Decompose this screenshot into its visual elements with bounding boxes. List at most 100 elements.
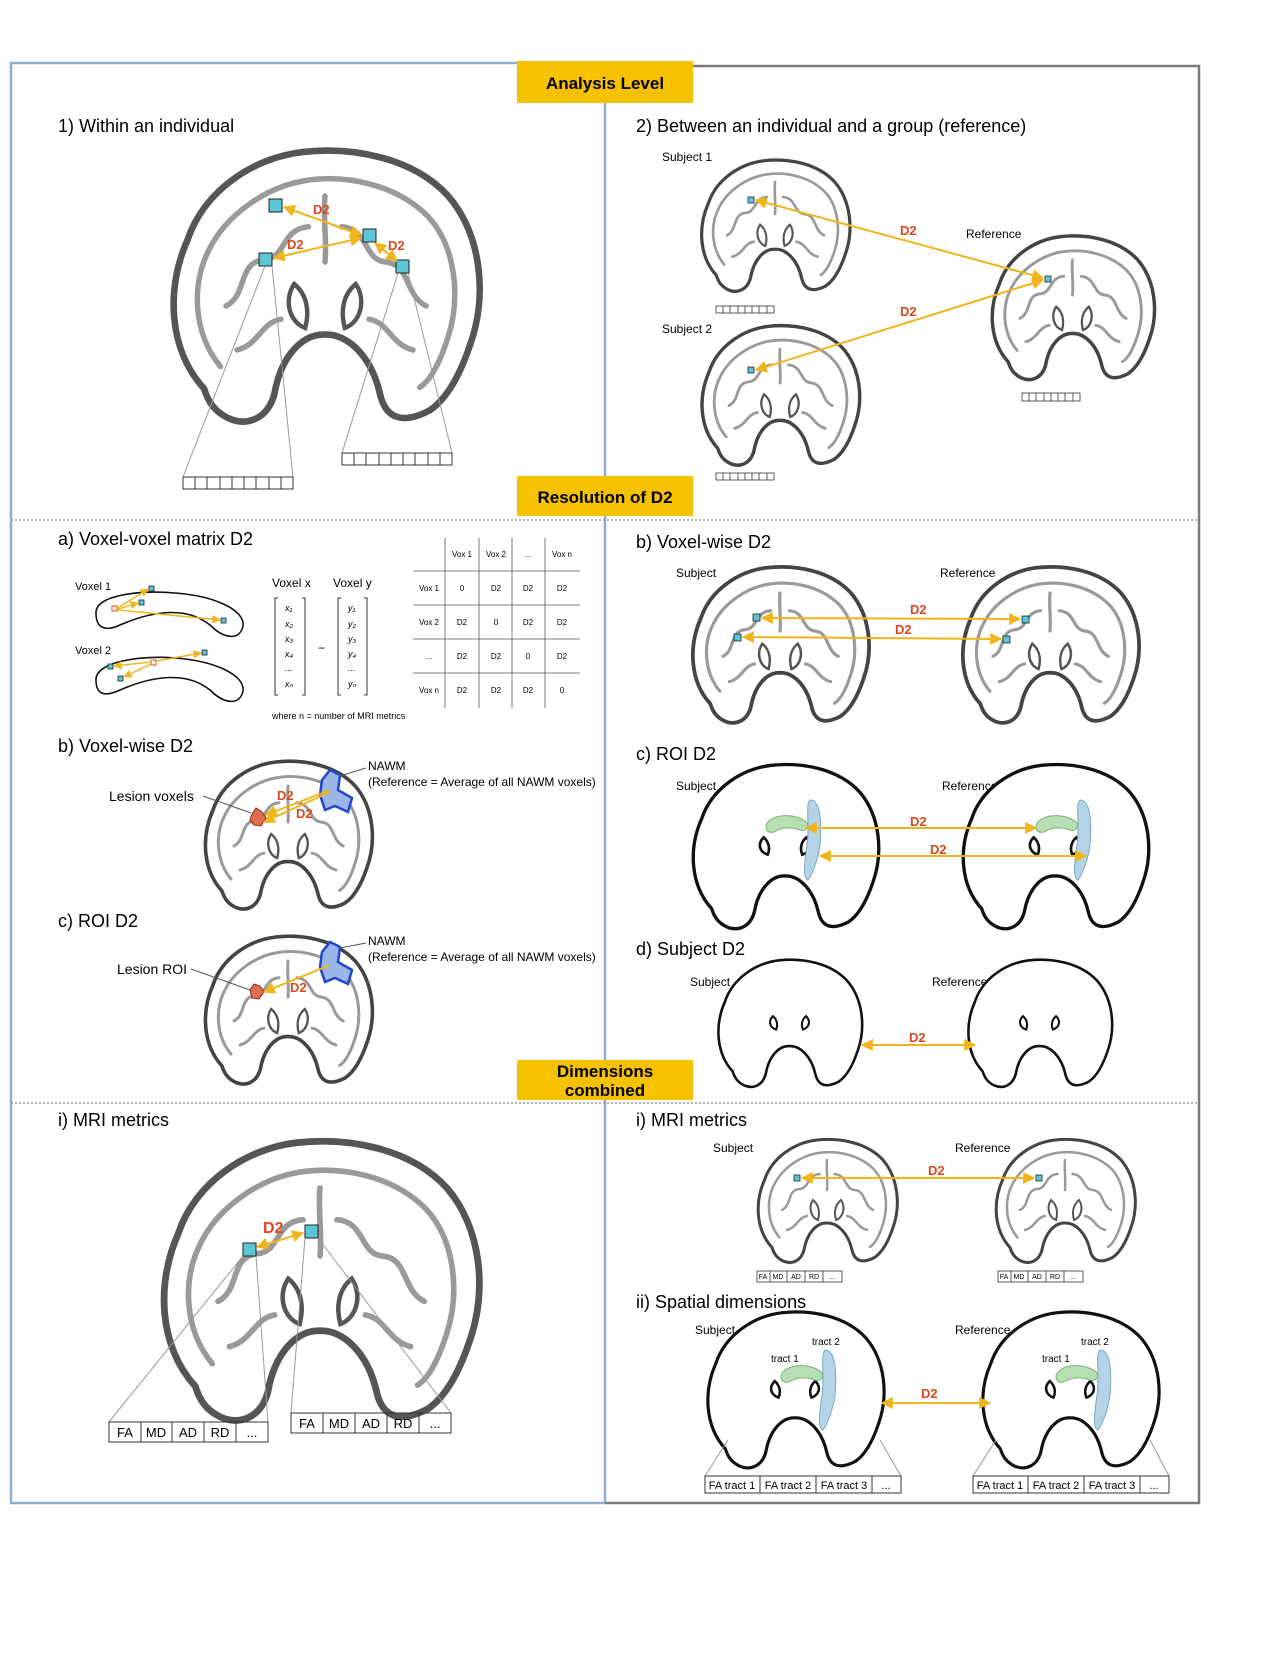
metric-cell: ... <box>430 1416 441 1431</box>
leader-line <box>407 272 453 454</box>
leader-line <box>255 1255 269 1423</box>
section-b-right-title: b) Voxel-wise D2 <box>636 532 771 552</box>
matrix-cell: D2 <box>457 652 468 661</box>
matrix-table: Vox 1 Vox 2 ... Vox n Vox 1 Vox 2 ... Vo… <box>413 538 580 708</box>
arrow-small <box>117 609 221 624</box>
arrow-small <box>156 650 202 662</box>
metric-cell: FA <box>299 1416 315 1431</box>
vector-y-entry: y₃ <box>347 634 357 644</box>
vector-x-entry: x₄ <box>284 649 294 659</box>
subject-label: Subject <box>676 779 717 793</box>
tract-metric-cell: FA tract 2 <box>765 1480 811 1492</box>
vector-x-entry: x₁ <box>284 603 293 613</box>
vector-y-entry: y₂ <box>347 619 357 629</box>
tract1-label: tract 1 <box>1042 1354 1070 1365</box>
bottom-right-i-title: i) MRI metrics <box>636 1110 747 1130</box>
leader-line <box>704 1439 729 1477</box>
tract1-label: tract 1 <box>771 1354 799 1365</box>
metric-cell: RD <box>211 1425 230 1440</box>
vector-y-entry: y₄ <box>347 649 357 659</box>
matrix-row-header: Vox 1 <box>419 584 440 593</box>
brain-subject-level-subject <box>717 958 864 1089</box>
right-panel-border <box>605 64 1201 1505</box>
banner-resolution-text: Resolution of D2 <box>537 488 672 507</box>
metric-cell: MD <box>146 1425 166 1440</box>
brain-mri-reference <box>994 1137 1137 1265</box>
vector-x: x₁ x₂ x₃ x₄ ... xₙ <box>284 603 294 689</box>
voxel1-label: Voxel 1 <box>75 581 111 593</box>
vector-x-entry: x₃ <box>284 634 294 644</box>
arrow-small <box>113 661 152 670</box>
metric-cell: AD <box>362 1416 380 1431</box>
voxel-subject1 <box>747 196 755 204</box>
lesion-roi-label: Lesion ROI <box>117 961 187 977</box>
reference-label: Reference <box>955 1323 1011 1337</box>
reference-label: Reference <box>955 1141 1011 1155</box>
arrow-tl-2 <box>272 234 363 262</box>
matrix-cell: 0 <box>560 686 565 695</box>
banner-analysis-level-text: Analysis Level <box>546 74 664 93</box>
brain-roi-left <box>203 934 375 1086</box>
section-c-right-title: c) ROI D2 <box>636 744 716 764</box>
subject-label: Subject <box>690 975 731 989</box>
metric-strip <box>341 452 453 466</box>
d2-label: D2 <box>388 238 405 253</box>
banner-analysis-level <box>517 61 693 103</box>
leader-line <box>341 272 399 454</box>
matrix-cell: D2 <box>523 686 534 695</box>
matrix-cell: D2 <box>491 584 502 593</box>
voxel-marker <box>1021 615 1030 624</box>
vector-y-bracket <box>337 597 368 696</box>
voxel-marker <box>117 675 124 682</box>
voxel-y-label: Voxel y <box>333 576 372 590</box>
d2-label: D2 <box>895 622 912 637</box>
d2-label: D2 <box>296 806 313 821</box>
nawm-reference-note: (Reference = Average of all NAWM voxels) <box>368 775 596 789</box>
arrow-subject2-reference <box>754 277 1045 373</box>
brain-large-top-left <box>174 151 480 422</box>
matrix-grid <box>413 538 580 708</box>
tract-metric-cell: FA tract 3 <box>1089 1480 1135 1492</box>
leader-line <box>271 265 294 478</box>
matrix-cell: D2 <box>491 652 502 661</box>
d2-label: D2 <box>287 237 304 252</box>
tract-metric-cell: ... <box>1149 1480 1158 1492</box>
brain-large-bottom-left <box>164 1141 479 1420</box>
metric-strip <box>182 476 294 490</box>
reference-label: Reference <box>932 975 988 989</box>
leader-line <box>879 1439 902 1477</box>
banner-dimensions-text-2: combined <box>565 1081 645 1100</box>
metric-strip <box>715 305 775 314</box>
brain-spatial-reference <box>981 1310 1161 1470</box>
brain-subject-level-reference <box>967 958 1114 1089</box>
matrix-row-header: Vox 2 <box>419 618 440 627</box>
metric-table-left <box>108 1421 269 1443</box>
arrow-subject1-reference <box>754 197 1045 281</box>
arrow-nawm-lesion <box>262 964 331 994</box>
reference-label: Reference <box>940 566 996 580</box>
voxel-tl-3 <box>258 252 273 267</box>
voxel2-label: Voxel 2 <box>75 645 111 657</box>
d2-label: D2 <box>910 814 927 829</box>
tract-green <box>1055 1365 1099 1383</box>
vector-y-entry: y₁ <box>347 603 356 613</box>
brain-spatial-subject <box>706 1310 886 1470</box>
metric-cell: RD <box>394 1416 413 1431</box>
matrix-cell: D2 <box>491 686 502 695</box>
leader-line <box>339 767 367 777</box>
matrix-cell: 0 <box>460 584 465 593</box>
section-d-title: d) Subject D2 <box>636 939 745 959</box>
brain-voxelwise-reference <box>960 565 1141 725</box>
tract-metric-cell: ... <box>881 1480 890 1492</box>
metric-cell: MD <box>773 1274 784 1281</box>
d2-label: D2 <box>290 980 307 995</box>
top-right-title: 2) Between an individual and a group (re… <box>636 116 1026 136</box>
matrix-cell: D2 <box>523 618 534 627</box>
leader-line <box>972 1439 997 1477</box>
arrow-nawm-lesion <box>264 789 331 817</box>
tract2-label: tract 2 <box>1081 1337 1109 1348</box>
bottom-right-ii-title: ii) Spatial dimensions <box>636 1292 806 1312</box>
matrix-row-header: ... <box>426 652 433 661</box>
arrow-small <box>117 601 139 610</box>
tract-shape-1 <box>95 591 244 638</box>
